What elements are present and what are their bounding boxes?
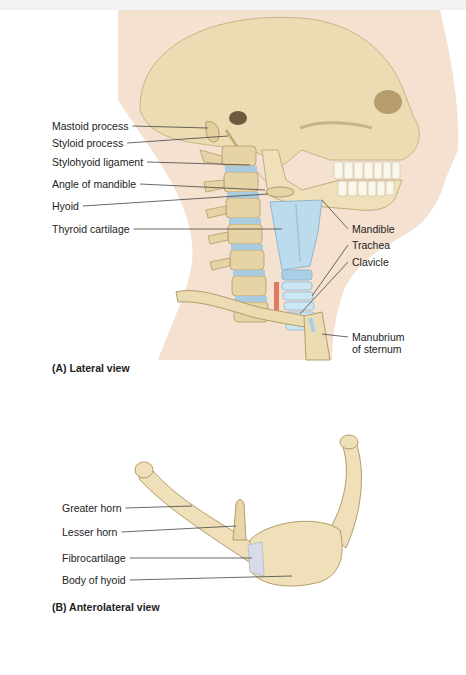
part-label: Hyoid <box>52 200 79 212</box>
part-label: Lesser horn <box>62 526 117 538</box>
leader-line <box>130 558 252 559</box>
leader-line <box>147 162 250 165</box>
part-label: Mandible <box>352 223 395 235</box>
leader-line <box>130 576 292 580</box>
part-label: Styloid process <box>52 137 123 149</box>
leader-line <box>312 245 348 296</box>
leader-line <box>132 126 208 128</box>
part-label: Angle of mandible <box>52 178 136 190</box>
part-label: Thyroid cartilage <box>52 223 130 235</box>
view-caption: (A) Lateral view <box>52 362 130 374</box>
part-label: Body of hyoid <box>62 574 126 586</box>
part-label: Fibrocartilage <box>62 552 126 564</box>
part-label: Trachea <box>352 239 390 251</box>
part-label: Clavicle <box>352 256 389 268</box>
leader-line <box>140 184 265 190</box>
leader-line <box>83 194 268 206</box>
leader-line <box>134 229 282 230</box>
part-label: Manubrium of sternum <box>352 331 416 355</box>
part-label: Greater horn <box>62 502 122 514</box>
leader-line <box>300 262 348 314</box>
part-label: Stylohyoid ligament <box>52 156 143 168</box>
leader-line <box>126 506 192 508</box>
view-caption: (B) Anterolateral view <box>52 601 160 613</box>
leader-line <box>121 526 236 532</box>
part-label: Mastoid process <box>52 120 128 132</box>
leader-line <box>322 334 348 337</box>
leader-line <box>322 200 348 229</box>
leader-line <box>127 136 228 143</box>
